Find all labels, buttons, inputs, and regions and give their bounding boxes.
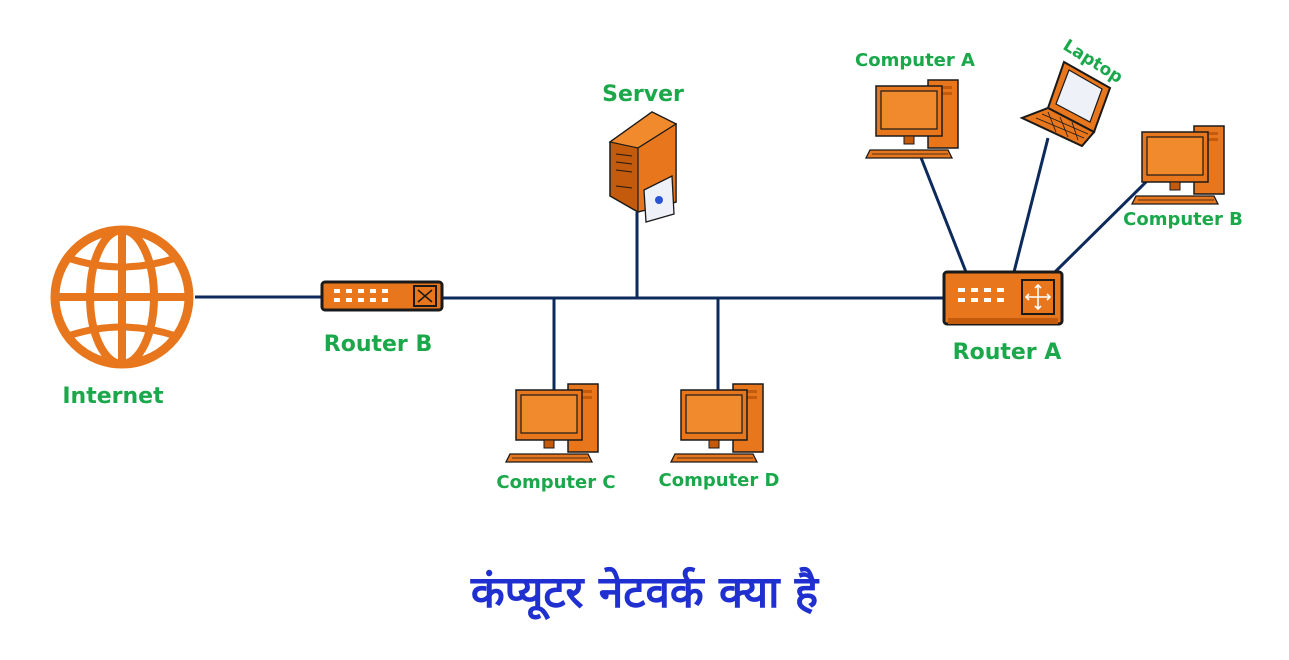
desktop-computer-icon bbox=[505, 383, 599, 463]
link-laptop bbox=[1012, 137, 1050, 273]
network-links bbox=[195, 137, 1150, 392]
internet-label: Internet bbox=[62, 384, 164, 409]
laptop-icon bbox=[1019, 60, 1112, 148]
desktop-computer-icon bbox=[865, 79, 959, 159]
server-label: Server bbox=[602, 82, 684, 107]
router-icon bbox=[942, 270, 1064, 326]
router-a-label: Router A bbox=[953, 340, 1062, 365]
router-icon bbox=[320, 280, 444, 312]
computer-a-label: Computer A bbox=[855, 50, 975, 71]
desktop-computer-icon bbox=[1131, 125, 1225, 205]
router-b-label: Router B bbox=[324, 332, 432, 357]
link-computer-b bbox=[1053, 178, 1150, 274]
computer-b-label: Computer B bbox=[1123, 209, 1243, 230]
computer-d-label: Computer D bbox=[659, 470, 780, 491]
server-icon bbox=[608, 111, 678, 223]
link-computer-a bbox=[918, 154, 968, 273]
page-title: कंप्यूटर नेटवर्क क्या है bbox=[470, 567, 819, 618]
desktop-computer-icon bbox=[670, 383, 764, 463]
computer-c-label: Computer C bbox=[496, 472, 615, 493]
globe-icon bbox=[50, 225, 194, 369]
